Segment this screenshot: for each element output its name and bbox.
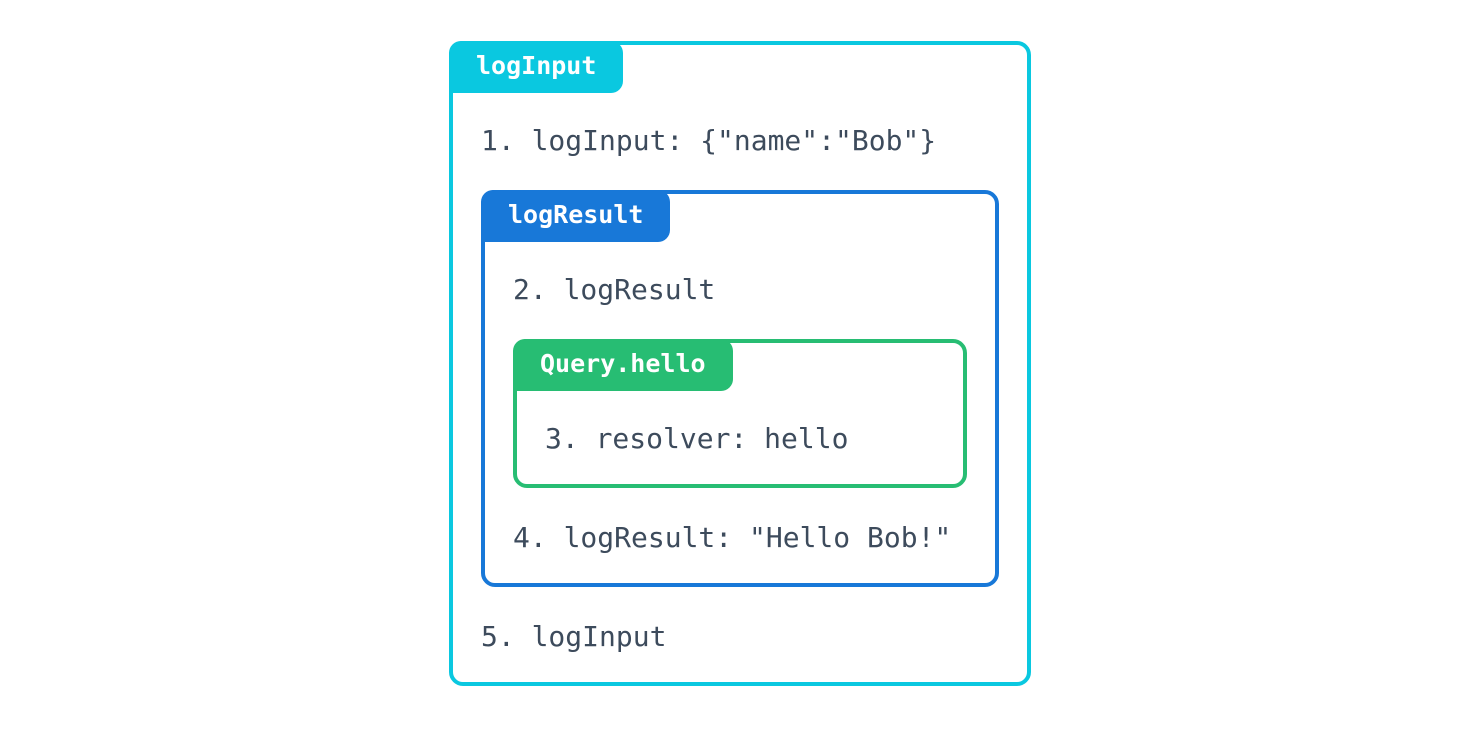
step-3-resolver-hello: 3. resolver: hello — [545, 422, 849, 455]
plugin-lifecycle-diagram: logInput 1. logInput: {"name":"Bob"} log… — [449, 41, 1031, 686]
logresult-badge: logResult — [481, 190, 671, 242]
loginput-box: logInput 1. logInput: {"name":"Bob"} log… — [449, 41, 1031, 686]
query-hello-badge: Query.hello — [513, 339, 733, 391]
logresult-box-content: 2. logResult Query.hello 3. resolver: he… — [485, 242, 995, 583]
step-2-logresult-called: 2. logResult — [513, 273, 716, 306]
step-5-loginput-done: 5. logInput — [481, 620, 667, 653]
step-4-logresult-value: 4. logResult: "Hello Bob!" — [513, 521, 952, 554]
step-1-loginput-called: 1. logInput: {"name":"Bob"} — [481, 124, 937, 157]
query-hello-box: Query.hello 3. resolver: hello — [513, 339, 967, 488]
query-hello-box-content: 3. resolver: hello — [517, 391, 963, 484]
loginput-badge: logInput — [449, 41, 624, 93]
logresult-box: logResult 2. logResult Query.hello 3. re… — [481, 190, 999, 587]
loginput-box-content: 1. logInput: {"name":"Bob"} logResult 2.… — [453, 93, 1027, 682]
